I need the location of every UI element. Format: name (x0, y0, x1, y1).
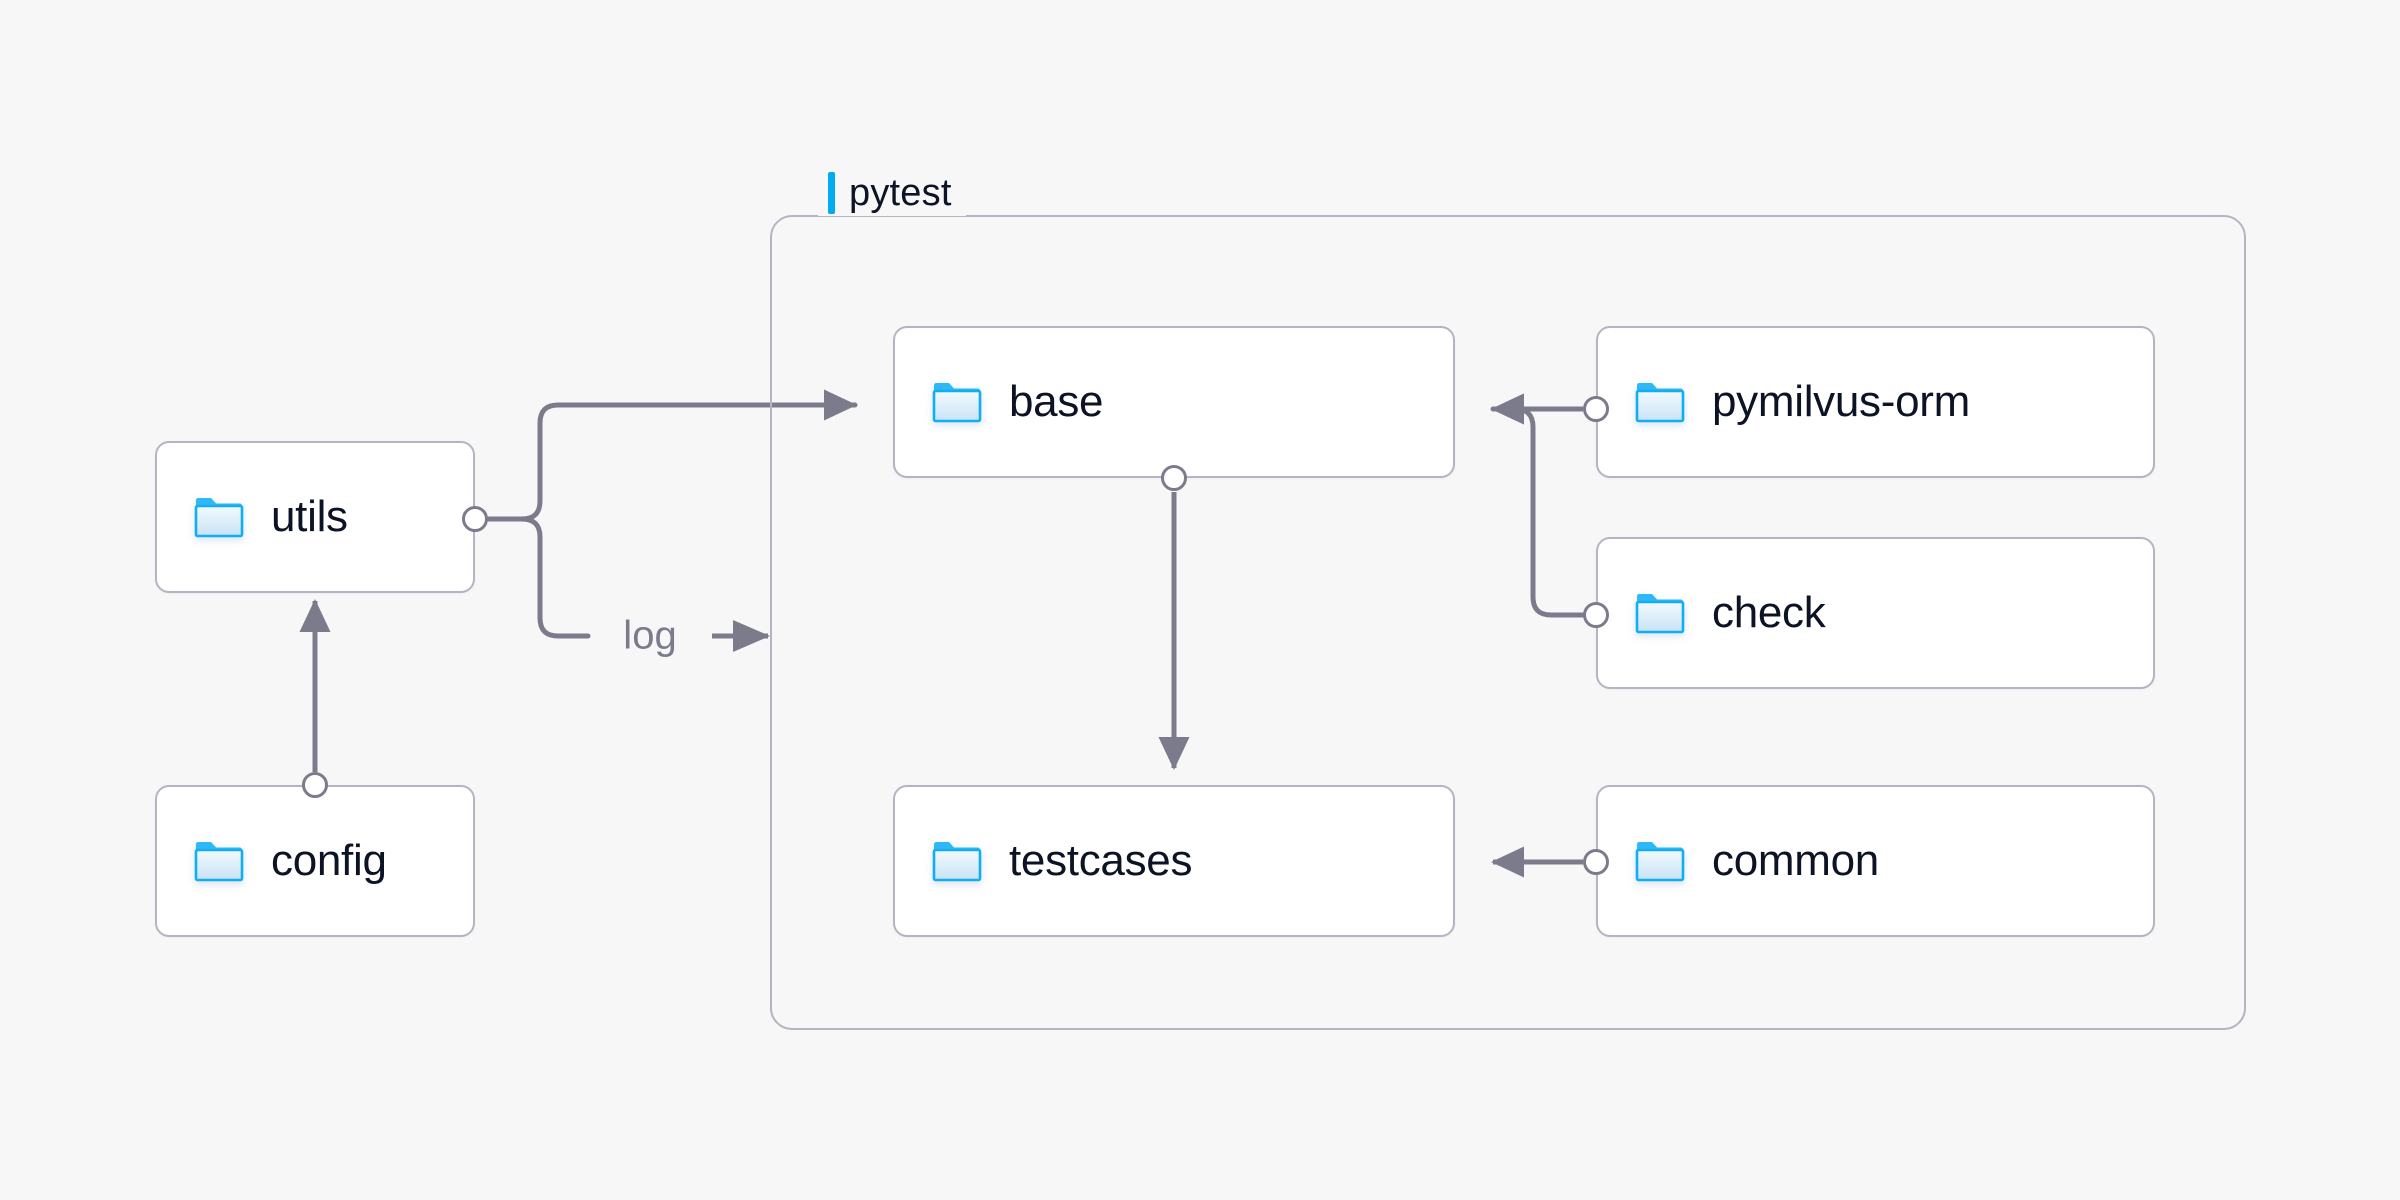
node-label: check (1712, 588, 1826, 637)
common-left-port[interactable] (1583, 849, 1609, 875)
node-label: testcases (1009, 836, 1193, 885)
utils-right-port[interactable] (462, 506, 488, 532)
group-title-text: pytest (849, 171, 952, 214)
node-label: pymilvus-orm (1712, 377, 1970, 426)
folder-icon (193, 839, 245, 883)
folder-icon (1634, 839, 1686, 883)
folder-icon (193, 495, 245, 539)
node-testcases[interactable]: testcases (893, 785, 1455, 937)
base-bottom-port[interactable] (1161, 465, 1187, 491)
folder-icon (931, 380, 983, 424)
group-accent-bar (828, 172, 835, 214)
node-common[interactable]: common (1596, 785, 2155, 937)
node-label: utils (271, 492, 348, 541)
pytest-group-label: pytest (818, 170, 966, 216)
node-label: config (271, 836, 387, 885)
folder-icon (1634, 591, 1686, 635)
folder-icon (931, 839, 983, 883)
check-left-port[interactable] (1583, 602, 1609, 628)
node-base[interactable]: base (893, 326, 1455, 478)
node-pymilvus-orm[interactable]: pymilvus-orm (1596, 326, 2155, 478)
edge-label-log: log (615, 613, 685, 659)
node-label: base (1009, 377, 1104, 426)
node-label: common (1712, 836, 1879, 885)
folder-icon (1634, 380, 1686, 424)
node-utils[interactable]: utils (155, 441, 475, 593)
node-check[interactable]: check (1596, 537, 2155, 689)
pymilvus-orm-left-port[interactable] (1583, 396, 1609, 422)
node-config[interactable]: config (155, 785, 475, 937)
config-top-port[interactable] (302, 772, 328, 798)
pytest-group-container[interactable] (770, 215, 2246, 1030)
